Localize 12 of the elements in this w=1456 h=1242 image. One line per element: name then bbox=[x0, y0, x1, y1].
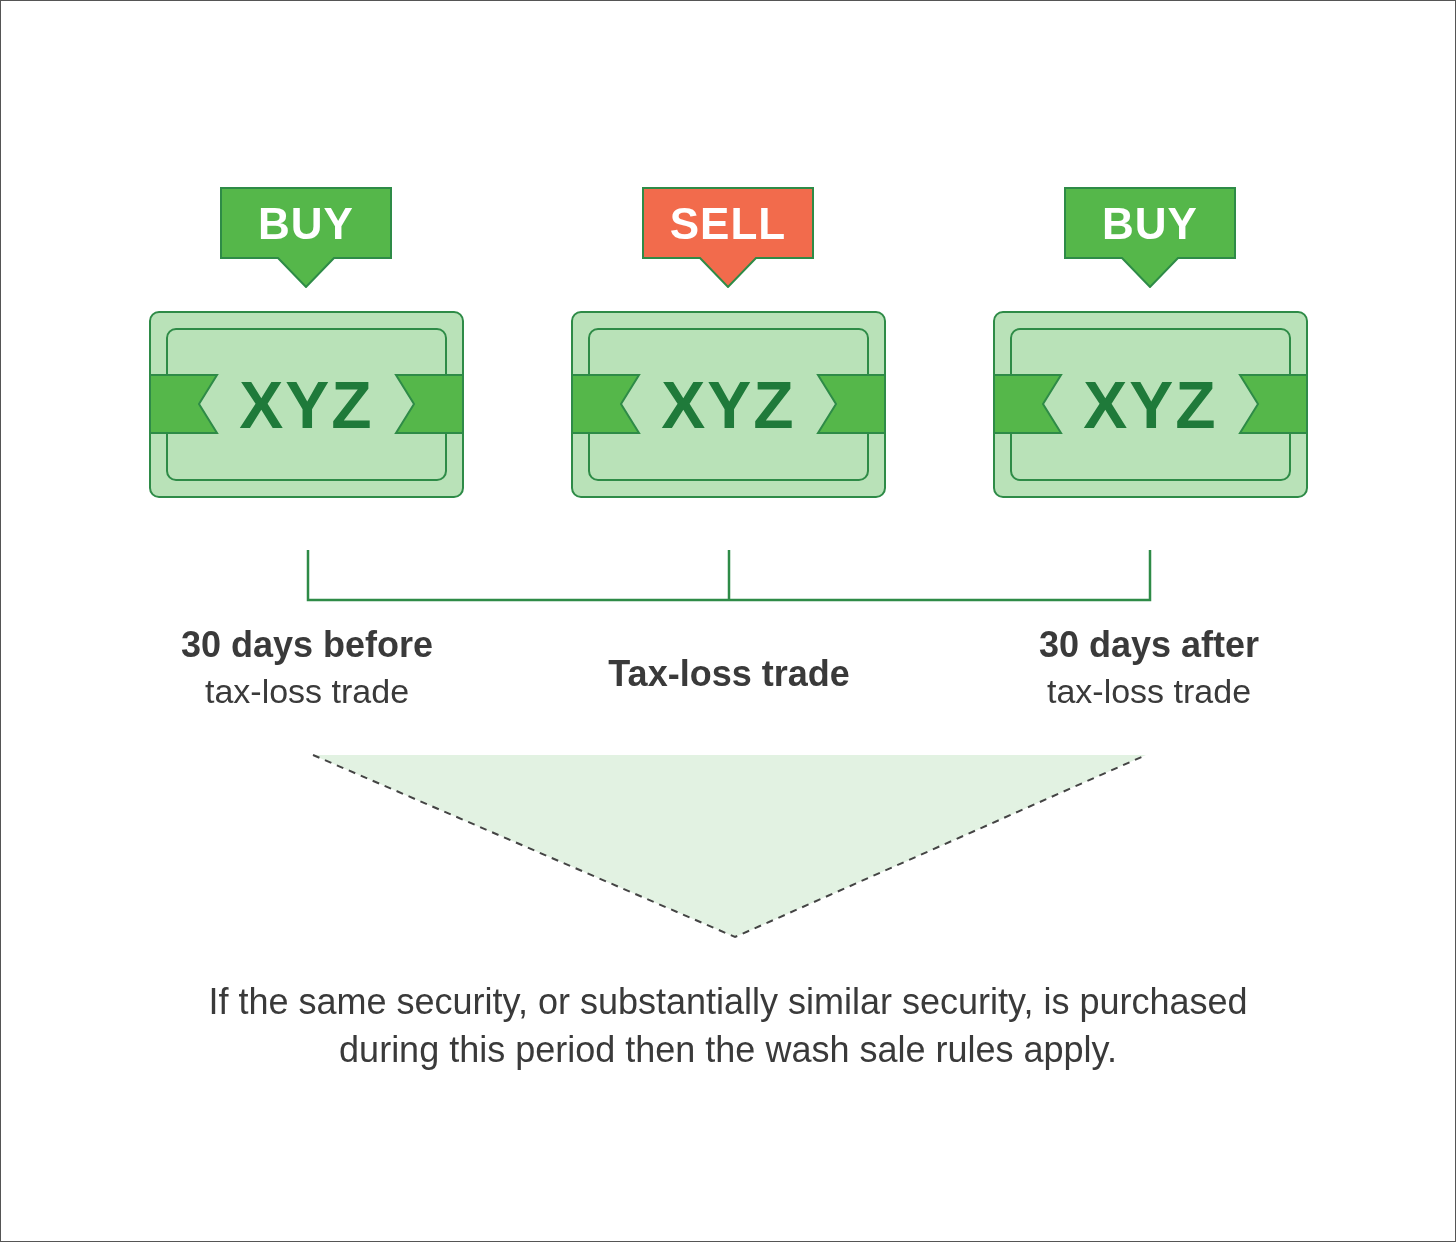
period-text: tax-loss trade bbox=[1046, 672, 1252, 711]
tag: BUY bbox=[220, 187, 392, 288]
stock-certificate: XYZ bbox=[571, 311, 886, 498]
period-heading: 30 days after bbox=[1038, 624, 1260, 666]
tag: SELL bbox=[642, 187, 814, 288]
period-text: tax-loss trade bbox=[204, 672, 410, 711]
note-text: If the same security, or substantially similar security, is purchased during this period then the wash sale rules apply. bbox=[207, 980, 1249, 1072]
stock-certificate: XYZ bbox=[149, 311, 464, 498]
stock-certificate: XYZ bbox=[993, 311, 1308, 498]
period-heading: Tax-loss trade bbox=[608, 653, 850, 695]
period-heading: 30 days before bbox=[180, 624, 434, 666]
tag: BUY bbox=[1064, 187, 1236, 288]
